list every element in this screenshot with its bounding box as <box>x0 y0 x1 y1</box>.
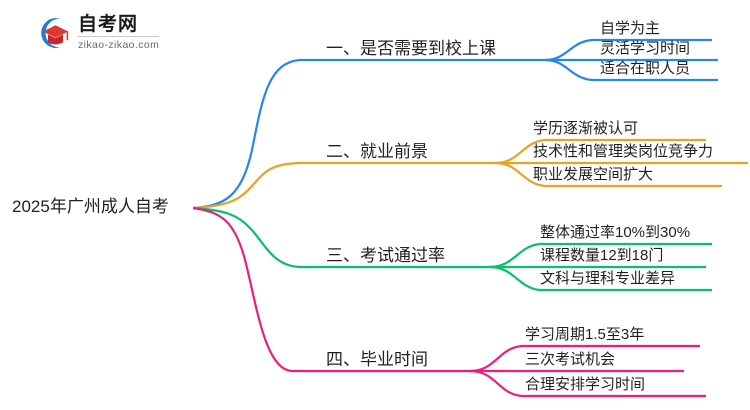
leaf-node-3-2[interactable]: 课程数量12到18门 <box>540 247 664 264</box>
leaf-node-3-3[interactable]: 文科与理科专业差异 <box>540 270 676 287</box>
leaf-node-1-1[interactable]: 自学为主 <box>600 20 661 37</box>
leaf-node-3-1[interactable]: 整体通过率10%到30% <box>540 224 691 241</box>
logo-text: 自考网 zikao-zikao.com <box>78 15 160 52</box>
branch-node-2[interactable]: 二、就业前景 <box>326 142 428 161</box>
leaf-node-4-2[interactable]: 三次考试机会 <box>525 351 616 368</box>
leaf-node-2-1[interactable]: 学历逐渐被认可 <box>533 120 639 137</box>
site-logo: 自考网 zikao-zikao.com <box>30 10 230 56</box>
leaf-node-1-3[interactable]: 适合在职人员 <box>600 60 691 77</box>
branch-node-3[interactable]: 三、考试通过率 <box>326 246 445 265</box>
branch-node-1[interactable]: 一、是否需要到校上课 <box>326 39 496 58</box>
leaf-node-4-1[interactable]: 学习周期1.5至3年 <box>525 326 645 343</box>
leaf-node-4-3[interactable]: 合理安排学习时间 <box>525 376 646 393</box>
root-node[interactable]: 2025年广州成人自考 <box>12 197 169 216</box>
branch-node-4[interactable]: 四、毕业时间 <box>326 350 428 369</box>
logo-title: 自考网 <box>78 15 160 38</box>
leaf-node-2-3[interactable]: 职业发展空间扩大 <box>533 166 654 183</box>
leaf-node-1-2[interactable]: 灵活学习时间 <box>600 40 691 57</box>
logo-domain: zikao-zikao.com <box>78 39 160 52</box>
leaf-node-2-2[interactable]: 技术性和管理类岗位竞争力 <box>533 143 714 160</box>
graduation-cap-icon <box>30 11 74 55</box>
